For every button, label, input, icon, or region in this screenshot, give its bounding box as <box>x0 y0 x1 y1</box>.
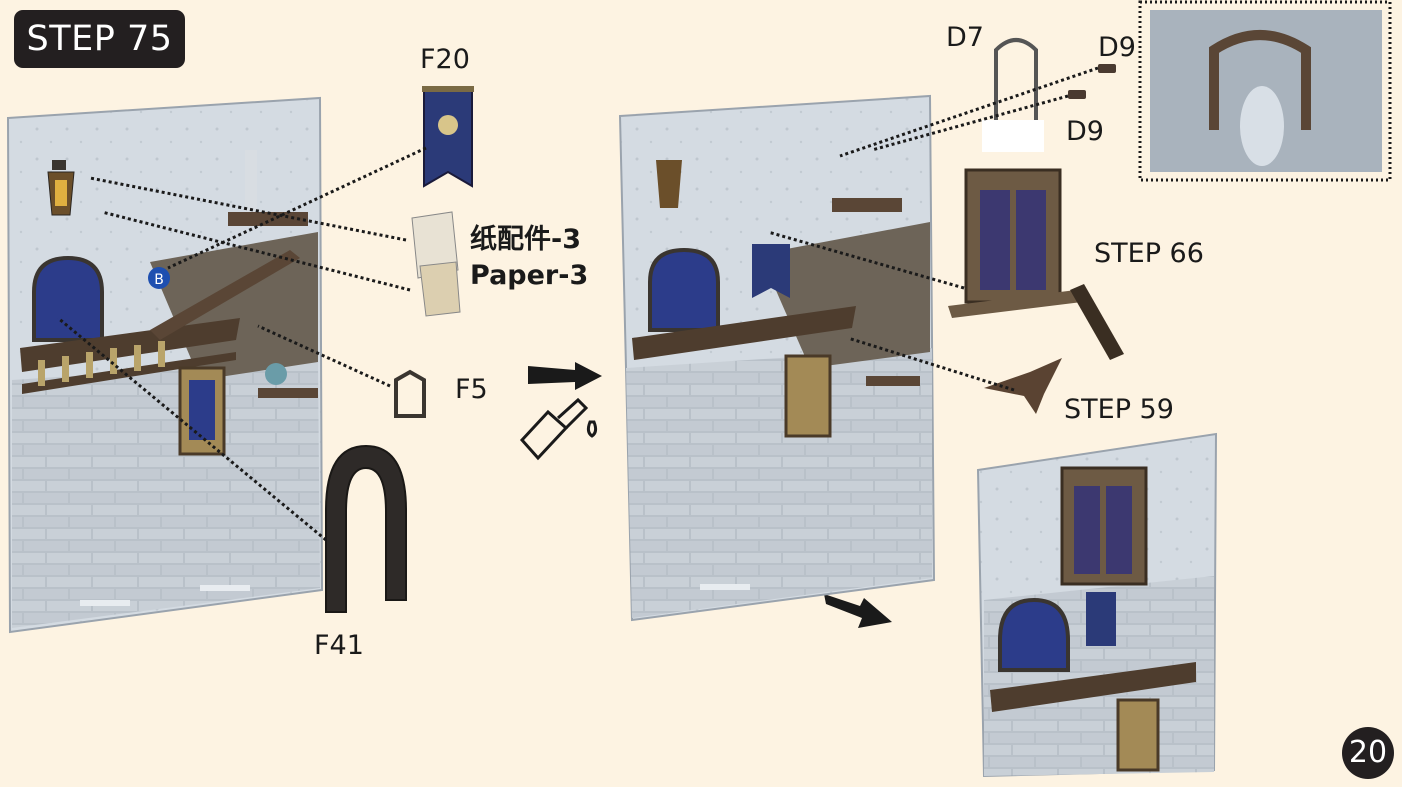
step-badge: STEP 75 <box>14 10 185 68</box>
dotted-arrows-left <box>57 146 427 542</box>
cabinet-left <box>178 366 226 456</box>
window-frame-d7 <box>994 38 1038 128</box>
owl-step59 <box>984 358 1062 414</box>
label-d9-bottom: D9 <box>1066 116 1104 147</box>
label-step59: STEP 59 <box>1064 394 1174 425</box>
label-paper-cn: 纸配件-3 <box>470 224 581 255</box>
arrow-right-icon <box>528 362 602 390</box>
dotted-arrows-right <box>767 66 1099 392</box>
potion-shelf-left <box>258 363 318 398</box>
middle-wall-board <box>618 94 936 622</box>
glue-bottle-icon <box>519 397 598 461</box>
arch-window-left <box>32 255 104 342</box>
detail-inset <box>1138 0 1392 182</box>
label-paper-3: 纸配件-3 Paper-3 <box>470 222 588 294</box>
svg-text:B: B <box>154 272 164 288</box>
marker-b: B <box>148 267 170 289</box>
label-f41: F41 <box>314 630 364 661</box>
result-wall-board <box>976 432 1218 778</box>
label-paper-en: Paper-3 <box>470 260 589 291</box>
bookcase-step66 <box>948 168 1124 360</box>
middle-details <box>632 160 920 438</box>
paper-parts <box>411 211 461 317</box>
page-number: 20 <box>1342 727 1394 779</box>
label-d9-top: D9 <box>1098 32 1136 63</box>
label-f20: F20 <box>420 44 470 75</box>
banner-f20 <box>422 86 474 188</box>
arch-f41 <box>325 444 407 613</box>
paper-slip <box>982 120 1044 152</box>
frame-f5 <box>394 369 426 418</box>
label-d7: D7 <box>946 22 984 53</box>
lantern-left <box>47 160 75 216</box>
balcony-left <box>20 250 300 394</box>
small-pieces-d9 <box>1068 64 1116 99</box>
label-f5: F5 <box>455 374 488 405</box>
arrow-down-right-icon <box>824 594 892 628</box>
label-step66: STEP 66 <box>1094 238 1204 269</box>
